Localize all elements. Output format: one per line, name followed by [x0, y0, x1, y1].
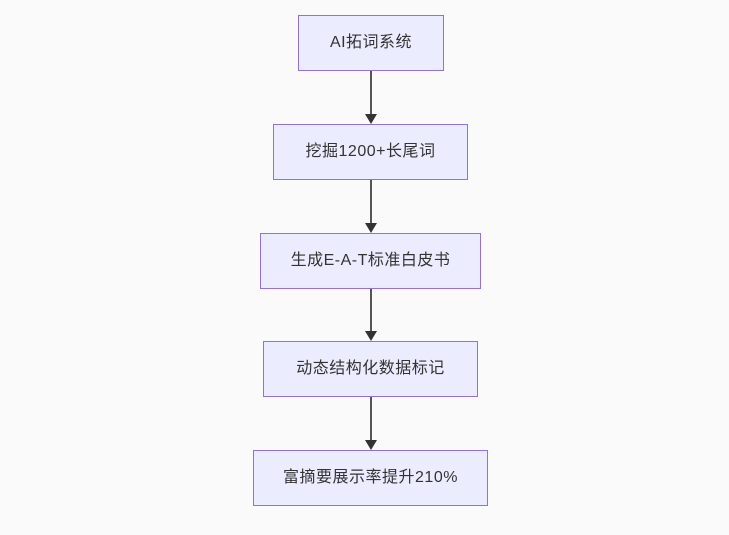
- edge-line: [370, 71, 372, 114]
- edge-line: [370, 397, 372, 440]
- arrowhead-down-icon: [365, 223, 377, 233]
- flow-node-label: 富摘要展示率提升210%: [283, 469, 458, 486]
- arrowhead-down-icon: [365, 331, 377, 341]
- flow-node-rich-snippet-result: 富摘要展示率提升210%: [253, 450, 488, 506]
- arrowhead-down-icon: [365, 440, 377, 450]
- edge-line: [370, 289, 372, 331]
- edge-line: [370, 180, 372, 223]
- flow-edge: [365, 180, 377, 233]
- flow-node-structured-data: 动态结构化数据标记: [263, 341, 478, 397]
- flow-node-longtail-mining: 挖掘1200+长尾词: [273, 124, 468, 180]
- flow-node-label: 挖掘1200+长尾词: [305, 143, 436, 160]
- flow-node-label: 生成E-A-T标准白皮书: [290, 252, 451, 269]
- arrowhead-down-icon: [365, 114, 377, 124]
- flow-node-label: AI拓词系统: [329, 34, 413, 51]
- flow-edge: [365, 289, 377, 341]
- flow-edge: [365, 71, 377, 124]
- flow-node-label: 动态结构化数据标记: [296, 360, 445, 377]
- flow-node-ai-word-system: AI拓词系统: [298, 15, 444, 71]
- flow-node-eat-whitepaper: 生成E-A-T标准白皮书: [260, 233, 481, 289]
- flow-edge: [365, 397, 377, 450]
